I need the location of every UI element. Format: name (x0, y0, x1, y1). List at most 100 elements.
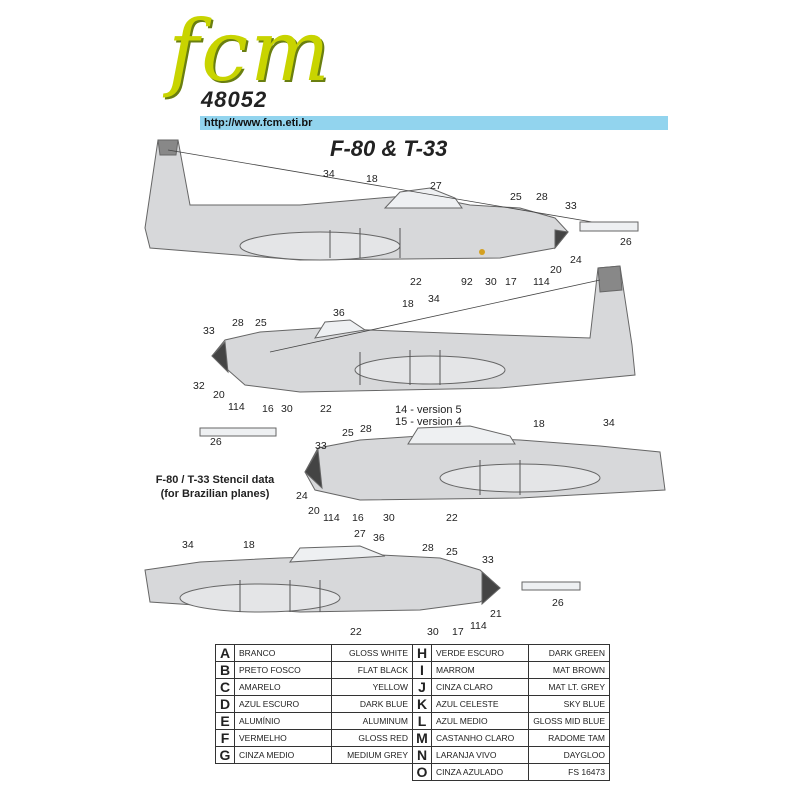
table-row: D AZUL ESCURO DARK BLUE K AZUL CELESTE S… (215, 695, 610, 713)
color-code: M (412, 729, 432, 747)
callout-label: 30 (281, 403, 293, 415)
color-name-pt: CINZA CLARO (431, 678, 529, 696)
color-name-pt: BRANCO (234, 644, 332, 662)
callout-label: 17 (505, 276, 517, 288)
table-row: A BRANCO GLOSS WHITE H VERDE ESCURO DARK… (215, 644, 610, 662)
table-row: F VERMELHO GLOSS RED M CASTANHO CLARO RA… (215, 729, 610, 747)
callout-label: 114 (228, 401, 245, 413)
color-name-pt: VERDE ESCURO (431, 644, 529, 662)
color-code: G (215, 746, 235, 764)
color-name-pt: CINZA AZULADO (431, 763, 529, 781)
color-code: N (412, 746, 432, 764)
color-name-pt: MARROM (431, 661, 529, 679)
callout-label: 24 (296, 490, 308, 502)
callout-label: 32 (193, 380, 205, 392)
aircraft-profile-4 (144, 545, 581, 613)
color-name-en: MEDIUM GREY (331, 746, 413, 764)
callout-label: 25 (510, 191, 522, 203)
table-row: C AMARELO YELLOW J CINZA CLARO MAT LT. G… (215, 678, 610, 696)
callout-label: 25 (446, 546, 458, 558)
stencil-subtitle: (for Brazilian planes) (160, 488, 270, 500)
callout-label: 22 (410, 276, 422, 288)
callout-label: 20 (213, 389, 225, 401)
callout-label: 36 (333, 307, 345, 319)
color-name-pt: PRETO FOSCO (234, 661, 332, 679)
callout-label: 114 (470, 620, 487, 632)
empty-cell (332, 764, 413, 781)
color-code: C (215, 678, 235, 696)
color-table: A BRANCO GLOSS WHITE H VERDE ESCURO DARK… (215, 644, 610, 781)
color-name-en: DARK GREEN (528, 644, 610, 662)
callout-label: 34 (323, 168, 335, 180)
color-name-en: FS 16473 (528, 763, 610, 781)
color-name-en: ALUMINUM (331, 712, 413, 730)
callout-label: 25 (255, 317, 267, 329)
color-code: B (215, 661, 235, 679)
callout-label: 28 (232, 317, 244, 329)
color-name-pt: AZUL CELESTE (431, 695, 529, 713)
callout-label: 18 (533, 418, 545, 430)
stencil-note: F-80 / T-33 Stencil data (for Brazilian … (140, 473, 290, 501)
empty-cell (216, 764, 235, 781)
color-name-en: GLOSS RED (331, 729, 413, 747)
color-name-en: YELLOW (331, 678, 413, 696)
callout-label: 33 (565, 200, 577, 212)
color-code: D (215, 695, 235, 713)
callout-label: 30 (427, 626, 439, 638)
color-code: K (412, 695, 432, 713)
color-name-en: RADOME TAM (528, 729, 610, 747)
aircraft-profile-2 (199, 265, 636, 437)
color-code: L (412, 712, 432, 730)
callout-label: 34 (603, 417, 615, 429)
version-4-note: 15 - version 4 (395, 416, 462, 428)
color-name-en: GLOSS MID BLUE (528, 712, 610, 730)
color-code: J (412, 678, 432, 696)
color-code: I (412, 661, 432, 679)
table-row: B PRETO FOSCO FLAT BLACK I MARROM MAT BR… (215, 661, 610, 679)
color-name-pt: VERMELHO (234, 729, 332, 747)
callout-label: 30 (485, 276, 497, 288)
callout-label: 20 (550, 264, 562, 276)
callout-label: 27 (354, 528, 366, 540)
callout-label: 28 (422, 542, 434, 554)
color-code: E (215, 712, 235, 730)
callout-label: 22 (446, 512, 458, 524)
color-name-en: DARK BLUE (331, 695, 413, 713)
website-url: http://www.fcm.eti.br (204, 117, 313, 129)
stencil-title: F-80 / T-33 Stencil data (155, 474, 275, 486)
callout-label: 30 (383, 512, 395, 524)
callout-label: 28 (536, 191, 548, 203)
callout-label: 33 (203, 325, 215, 337)
color-code: O (412, 763, 432, 781)
color-name-en: MAT BROWN (528, 661, 610, 679)
callout-label: 22 (350, 626, 362, 638)
callout-label: 28 (360, 423, 372, 435)
color-name-pt: AZUL MEDIO (431, 712, 529, 730)
color-code: F (215, 729, 235, 747)
callout-label: 36 (373, 532, 385, 544)
url-banner (200, 116, 668, 130)
callout-label: 18 (243, 539, 255, 551)
color-name-en: GLOSS WHITE (331, 644, 413, 662)
color-name-pt: LARANJA VIVO (431, 746, 529, 764)
color-name-en: SKY BLUE (528, 695, 610, 713)
brand-logo-text: fcm (168, 2, 332, 100)
product-code: 48052 (201, 87, 268, 112)
callout-label: 27 (430, 180, 442, 192)
color-name-pt: ALUMÍNIO (234, 712, 332, 730)
callout-label: 92 (461, 276, 473, 288)
color-name-pt: CASTANHO CLARO (431, 729, 529, 747)
callout-label: 24 (570, 254, 582, 266)
callout-label: 114 (533, 276, 550, 288)
version-5-note: 14 - version 5 (395, 404, 462, 416)
color-code: H (412, 644, 432, 662)
empty-cell (235, 764, 332, 781)
callout-label: 17 (452, 626, 464, 638)
callout-label: 16 (352, 512, 364, 524)
callout-label: 33 (482, 554, 494, 566)
color-code: A (215, 644, 235, 662)
color-name-pt: AZUL ESCURO (234, 695, 332, 713)
color-name-en: FLAT BLACK (331, 661, 413, 679)
callout-label: 114 (323, 512, 340, 524)
callout-label: 25 (342, 427, 354, 439)
